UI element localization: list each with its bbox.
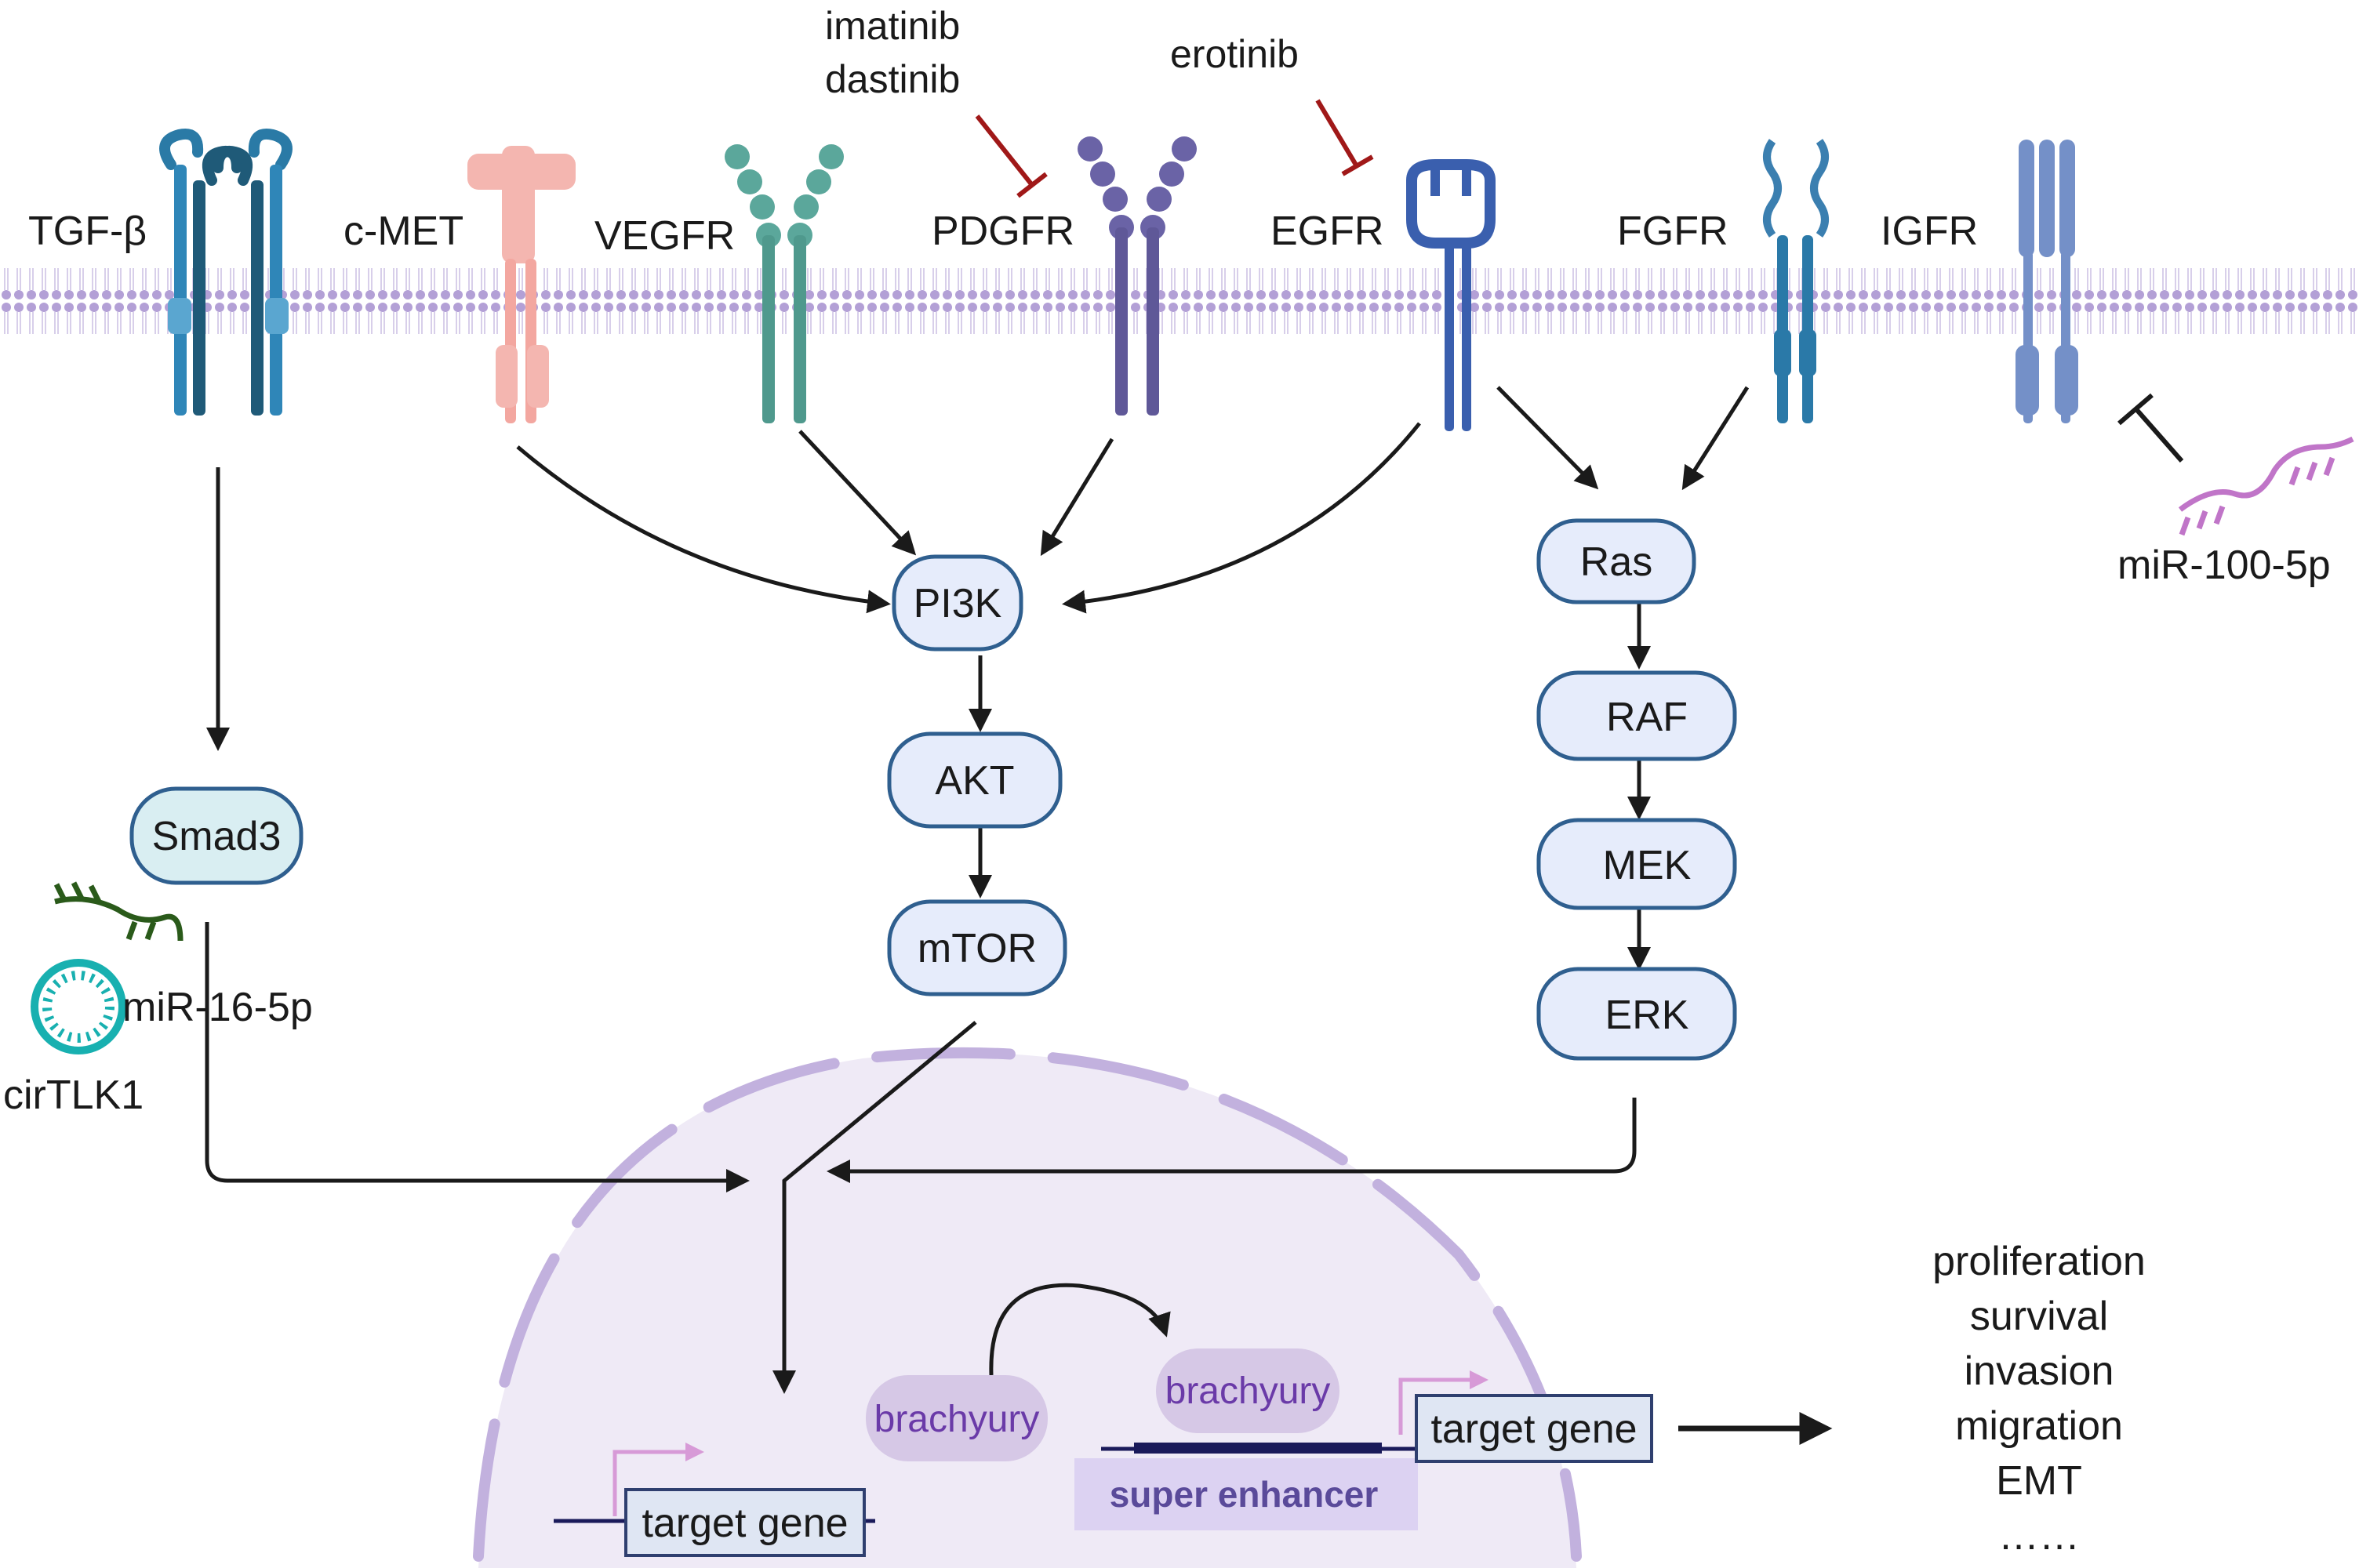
tgfb-receptor — [159, 129, 293, 416]
drug-imatinib: imatinib — [825, 4, 960, 48]
node-smad3: Smad3 — [129, 786, 304, 885]
outcome-item: survival — [1970, 1294, 2108, 1339]
cell-membrane — [0, 263, 2359, 350]
outcome-item: proliferation — [1932, 1239, 2146, 1284]
outcome-item: …… — [1998, 1513, 2080, 1559]
svg-text:AKT: AKT — [935, 758, 1014, 804]
inhibit-egfr — [1315, 99, 1374, 176]
label-igfr: IGFR — [1881, 209, 1978, 254]
mir100-icon — [2178, 436, 2354, 536]
brachyury-right: brachyury — [1156, 1348, 1339, 1433]
node-raf: RAF — [1536, 670, 1737, 761]
node-ras: Ras — [1536, 518, 1696, 604]
fgfr-receptor — [1763, 139, 1829, 423]
pdgfr-receptor — [1078, 136, 1197, 416]
svg-text:PI3K: PI3K — [914, 581, 1002, 626]
target-gene-left: target gene — [624, 1488, 866, 1557]
cirtlk1-icon — [31, 959, 126, 1054]
label-fgfr: FGFR — [1617, 209, 1728, 254]
outcome-item: EMT — [1996, 1458, 2082, 1504]
label-pdgfr: PDGFR — [932, 209, 1074, 254]
inhibit-igfr — [2117, 393, 2184, 463]
outcome-list: proliferation survival invasion migratio… — [1932, 1239, 2146, 1559]
brachyury-left: brachyury — [866, 1375, 1048, 1461]
node-pi3k: PI3K — [892, 554, 1023, 652]
svg-text:Smad3: Smad3 — [152, 814, 282, 859]
svg-text:brachyury: brachyury — [1165, 1370, 1331, 1412]
outcome-item: invasion — [1965, 1348, 2114, 1394]
drug-dastinib: dastinib — [825, 57, 960, 101]
outcome-item: migration — [1955, 1403, 2123, 1449]
label-cmet: c-MET — [343, 209, 463, 254]
svg-text:mTOR: mTOR — [918, 926, 1037, 971]
svg-text:RAF: RAF — [1606, 695, 1688, 740]
signal-arrows — [205, 386, 1833, 1445]
cmet-receptor — [467, 146, 576, 423]
svg-text:Ras: Ras — [1580, 539, 1652, 585]
svg-text:brachyury: brachyury — [874, 1399, 1040, 1440]
label-tgfb: TGF-β — [28, 209, 147, 254]
dna-strand-right — [1101, 1370, 1488, 1454]
vegfr-receptor — [725, 144, 844, 423]
label-mir100: miR-100-5p — [2117, 543, 2331, 588]
super-enhancer: super enhancer — [1074, 1458, 1418, 1530]
target-gene-right: target gene — [1415, 1394, 1653, 1463]
label-cirtlk1: cirTLK1 — [3, 1073, 144, 1118]
drug-erotinib: erotinib — [1170, 32, 1299, 76]
svg-text:MEK: MEK — [1603, 843, 1692, 888]
svg-text:ERK: ERK — [1605, 993, 1689, 1038]
svg-text:target gene: target gene — [1430, 1406, 1637, 1452]
svg-text:target gene: target gene — [642, 1501, 848, 1546]
igfr-receptor — [2016, 140, 2078, 423]
egfr-receptor — [1406, 159, 1496, 431]
label-vegfr: VEGFR — [594, 213, 735, 259]
inhibit-pdgfr — [975, 114, 1048, 198]
label-egfr: EGFR — [1270, 209, 1383, 254]
node-erk: ERK — [1536, 967, 1737, 1061]
label-mir16: miR-16-5p — [122, 985, 313, 1030]
node-akt: AKT — [887, 731, 1063, 829]
node-mek: MEK — [1536, 818, 1737, 910]
nucleus — [473, 1047, 1582, 1568]
svg-text:super enhancer: super enhancer — [1110, 1474, 1379, 1515]
mir16-icon — [53, 881, 184, 942]
node-mtor: mTOR — [887, 899, 1067, 996]
